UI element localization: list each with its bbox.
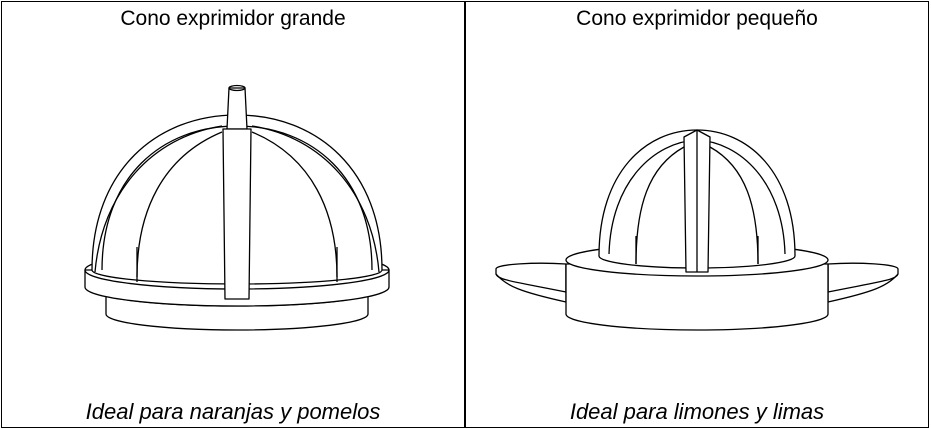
panel-caption: Ideal para naranjas y pomelos bbox=[85, 399, 381, 424]
panel-large-cone: Cono exprimidor grande Ideal para nar bbox=[2, 2, 464, 427]
large-juicer-cone-icon bbox=[84, 84, 390, 331]
small-cone-base bbox=[565, 263, 829, 331]
panel-small-cone: Cono exprimidor pequeño Ideal bbox=[464, 2, 928, 427]
small-cone-right-handle bbox=[827, 262, 899, 293]
small-juicer-cone-icon bbox=[495, 129, 899, 331]
large-cone-front-rib bbox=[222, 128, 252, 300]
panel-title: Cono exprimidor grande bbox=[120, 7, 346, 30]
small-cone-left-handle bbox=[495, 262, 567, 293]
panel-caption: Ideal para limones y limas bbox=[569, 399, 825, 424]
panel-title: Cono exprimidor pequeño bbox=[576, 7, 818, 30]
large-cone-spout bbox=[226, 87, 248, 130]
